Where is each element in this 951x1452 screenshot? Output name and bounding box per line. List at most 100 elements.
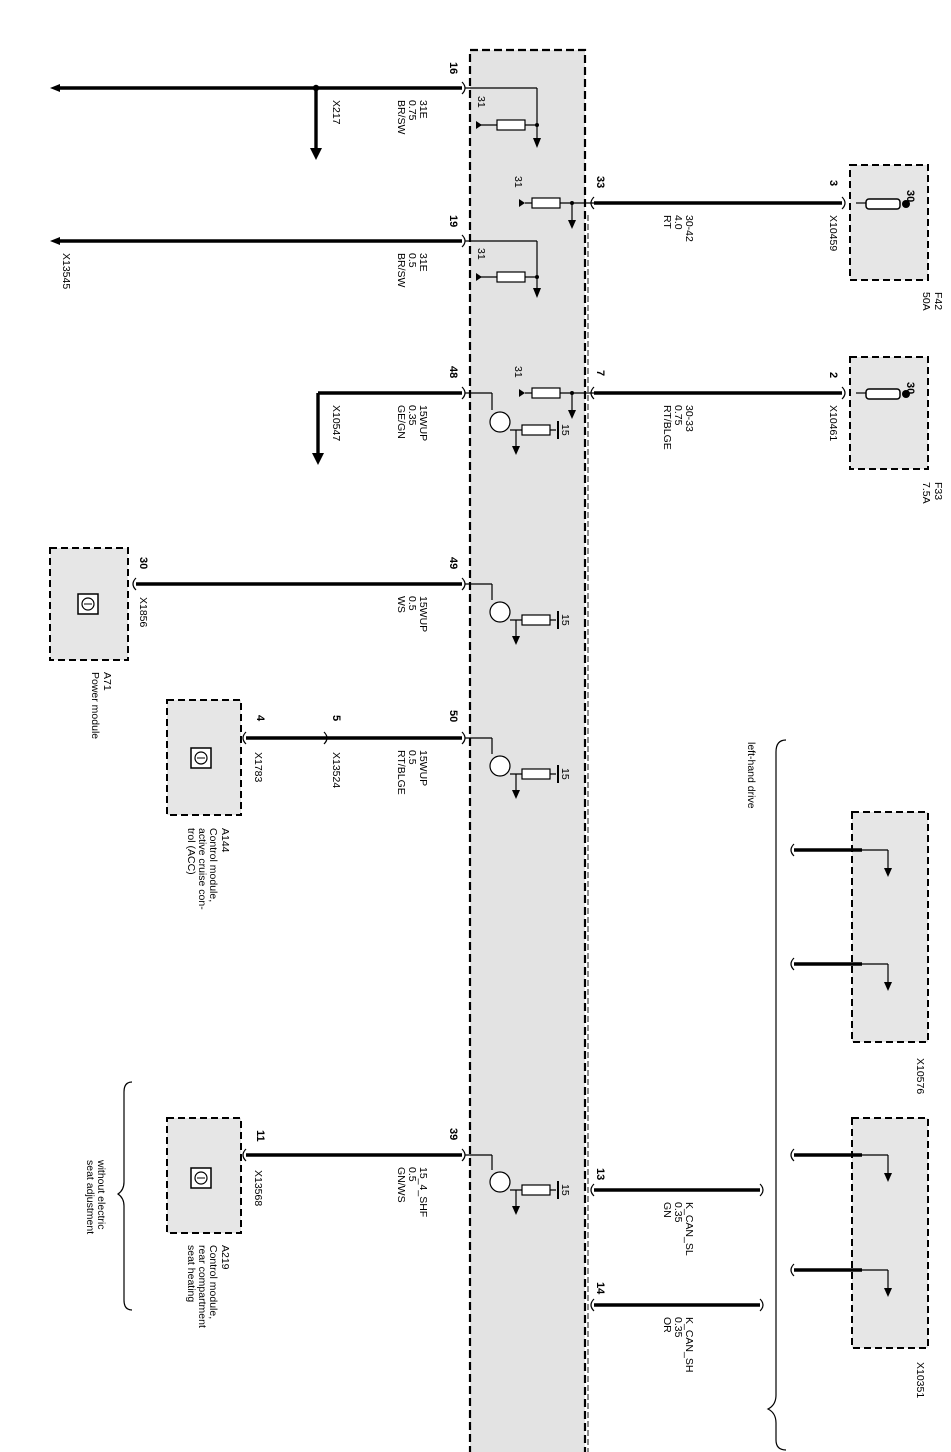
wire-pin-7 — [590, 386, 846, 400]
connector-label-x10459: X10459 — [827, 215, 839, 251]
svg-text:A71: A71 — [101, 672, 113, 691]
svg-text:OR: OR — [661, 1317, 673, 1333]
internal-circuit-33 — [519, 197, 594, 229]
pin-label-f42-in: 3 — [827, 180, 839, 186]
brace-left-hand-drive — [766, 739, 787, 1451]
wire-label-16: 31E 0.75 BR/SW — [395, 100, 429, 135]
svg-text:7.5A: 7.5A — [920, 482, 932, 504]
svg-text:31E: 31E — [417, 100, 429, 119]
wire-label-14: K_CAN_SH 0.35 OR — [661, 1317, 695, 1372]
svg-text:15WUP: 15WUP — [417, 750, 429, 786]
module-label-a71: A71 Power module — [89, 672, 113, 739]
wire-label-7: 30-33 0.75 RT/BLGE — [661, 405, 695, 450]
internal-ground-label-33: 31 — [512, 176, 524, 188]
connector-label-x217: X217 — [330, 100, 342, 125]
pin-label-f42-term: 30 — [904, 190, 916, 202]
internal-supply-label-50: 15 — [559, 768, 571, 780]
svg-text:0.35: 0.35 — [672, 1317, 684, 1338]
svg-text:F42: F42 — [932, 292, 944, 310]
connector-label-x13568: X13568 — [252, 1170, 264, 1206]
transistor-circuit-50 — [465, 737, 559, 799]
svg-text:BR/SW: BR/SW — [395, 100, 407, 135]
connector-box-x10351 — [790, 1117, 929, 1349]
pin-label-f33-in: 2 — [827, 372, 839, 378]
svg-text:seat adjustment: seat adjustment — [84, 1160, 96, 1234]
wire-label-48: 15WUP 0.35 GE/GN — [395, 405, 429, 441]
fuse-box-f33 — [849, 356, 929, 470]
svg-text:WS: WS — [395, 596, 407, 613]
connector-label-x10461: X10461 — [827, 405, 839, 441]
pin-label-33: 33 — [594, 176, 606, 188]
pin-label-16: 16 — [447, 62, 459, 74]
svg-text:4.0: 4.0 — [672, 215, 684, 230]
internal-circuit-7 — [519, 387, 594, 419]
pin-label-7: 7 — [594, 370, 606, 376]
svg-text:Power module: Power module — [89, 672, 101, 739]
pin-label-f33-term: 30 — [904, 382, 916, 394]
svg-text:15WUP: 15WUP — [417, 596, 429, 632]
svg-text:rear compartment: rear compartment — [196, 1245, 208, 1328]
pin-label-a144: 4 — [254, 715, 266, 722]
svg-text:0.5: 0.5 — [406, 750, 418, 765]
svg-text:F33: F33 — [932, 482, 944, 500]
svg-text:K_CAN_SL: K_CAN_SL — [683, 1202, 695, 1256]
connector-label-x1783: X1783 — [252, 752, 264, 783]
svg-text:15WUP: 15WUP — [417, 405, 429, 441]
connector-label-x10547: X10547 — [330, 405, 342, 441]
pin-label-a219: 11 — [254, 1130, 266, 1142]
svg-text:RT/BLGE: RT/BLGE — [395, 750, 407, 795]
internal-ground-circuit-19 — [465, 240, 541, 298]
pin-label-50: 50 — [447, 710, 459, 722]
svg-text:trol (ACC): trol (ACC) — [185, 828, 197, 875]
svg-text:15_4_SHF: 15_4_SHF — [417, 1167, 429, 1217]
connector-label-x13524: X13524 — [330, 752, 342, 788]
transistor-circuit-48 — [465, 392, 559, 455]
transistor-circuit-49 — [465, 583, 559, 645]
svg-text:Control module,: Control module, — [207, 1245, 219, 1319]
svg-text:without electric: without electric — [95, 1159, 107, 1229]
main-module-box — [468, 48, 587, 1452]
fuse-label-f42: F42 50A — [920, 292, 944, 311]
svg-text:A144: A144 — [219, 828, 231, 853]
svg-text:0.75: 0.75 — [672, 405, 684, 426]
internal-ground-label-19: 31 — [475, 248, 487, 260]
svg-text:31E: 31E — [417, 253, 429, 272]
note-without-seat-adjustment: without electric seat adjustment — [84, 1159, 107, 1234]
wire-label-39: 15_4_SHF 0.5 GN/WS — [395, 1167, 429, 1217]
module-a219 — [166, 1117, 242, 1234]
wire-pin-50 — [242, 731, 466, 745]
connector-label-x1856: X1856 — [137, 597, 149, 628]
connector-label-x13545: X13545 — [60, 253, 72, 289]
fuse-box-f42 — [849, 164, 929, 281]
wire-label-19: 31E 0.5 BR/SW — [395, 253, 429, 288]
fuse-label-f33: F33 7.5A — [920, 482, 944, 504]
wire-pin-49 — [132, 577, 466, 591]
wire-pin-19 — [50, 234, 466, 248]
internal-supply-label-39: 15 — [559, 1184, 571, 1196]
internal-supply-label-48: 15 — [559, 424, 571, 436]
wire-label-49: 15WUP 0.5 WS — [395, 596, 429, 632]
svg-text:0.75: 0.75 — [406, 100, 418, 121]
note-left-hand-drive: left-hand drive — [745, 742, 757, 809]
brace-no-seat-adjustment — [116, 1081, 133, 1311]
pin-label-13: 13 — [594, 1168, 606, 1180]
pin-label-39: 39 — [447, 1128, 459, 1140]
svg-text:seat heating: seat heating — [185, 1245, 197, 1302]
svg-text:GN/WS: GN/WS — [395, 1167, 407, 1203]
internal-supply-label-49: 15 — [559, 614, 571, 626]
svg-text:GE/GN: GE/GN — [395, 405, 407, 439]
pin-label-19: 19 — [447, 215, 459, 227]
svg-text:0.5: 0.5 — [406, 596, 418, 611]
svg-text:RT/BLGE: RT/BLGE — [661, 405, 673, 450]
internal-ground-label-7: 31 — [512, 366, 524, 378]
module-label-a219: A219 Control module, rear compartment se… — [185, 1245, 231, 1328]
svg-text:Control module,: Control module, — [207, 828, 219, 902]
wire-pin-33 — [590, 196, 846, 210]
svg-text:active cruise con-: active cruise con- — [196, 828, 208, 910]
connector-box-x10576 — [790, 811, 929, 1043]
connector-label-x10576: X10576 — [914, 1058, 926, 1094]
svg-text:50A: 50A — [920, 292, 932, 311]
svg-text:A219: A219 — [219, 1245, 231, 1270]
module-a144 — [166, 699, 242, 816]
